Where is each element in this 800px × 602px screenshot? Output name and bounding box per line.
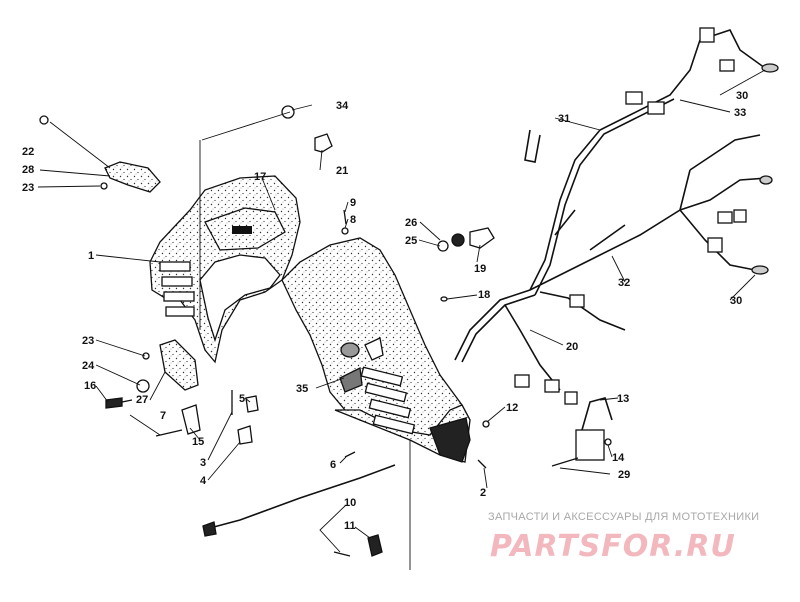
callout-4: 4 [200, 475, 207, 487]
console-opening [199, 254, 281, 343]
callout-33: 33 [734, 107, 746, 119]
voltage-regulator [575, 429, 605, 461]
screw-part [551, 457, 579, 467]
console-housing [149, 175, 471, 463]
callout-23-top: 23 [22, 182, 34, 194]
screw-part [604, 438, 612, 446]
callout-13: 13 [617, 393, 629, 405]
callout-31: 31 [558, 113, 570, 125]
watermark-tagline: ЗАПЧАСТИ И АКСЕССУАРЫ ДЛЯ МОТОТЕХНИКИ [488, 511, 759, 523]
callout-23-lower: 23 [82, 335, 94, 347]
cable-terminal [202, 521, 217, 537]
console-grommet [340, 342, 360, 358]
callout-6: 6 [330, 459, 336, 471]
callout-18: 18 [478, 289, 490, 301]
nut-part [136, 379, 150, 393]
wiring-harness [454, 27, 779, 405]
callout-12: 12 [506, 402, 518, 414]
callout-30-lower: 30 [730, 295, 742, 307]
callout-21: 21 [336, 165, 348, 177]
callout-labels: 1 2 3 4 5 6 7 8 9 10 11 12 13 14 15 16 1… [22, 90, 748, 532]
callout-29: 29 [618, 469, 630, 481]
left-vent-grille [159, 261, 195, 317]
callout-7: 7 [160, 410, 166, 422]
switch-part [314, 133, 333, 153]
leader-lines [37, 69, 766, 570]
callout-22: 22 [22, 146, 34, 158]
console-tab [364, 337, 384, 361]
rubber-plug [339, 367, 363, 393]
callout-16: 16 [84, 380, 96, 392]
screw-part [333, 551, 351, 557]
clip-part [237, 425, 253, 445]
console-badge [232, 226, 252, 234]
callout-25: 25 [405, 235, 417, 247]
callout-1: 1 [88, 250, 94, 262]
key-part [105, 397, 123, 409]
lamp-lens [159, 339, 199, 391]
callout-27: 27 [136, 394, 148, 406]
callout-26: 26 [405, 217, 417, 229]
right-vent-grille [360, 366, 416, 435]
ground-cable [209, 464, 396, 529]
screw-part [343, 209, 347, 225]
callout-11: 11 [344, 520, 356, 532]
screw-part [142, 352, 150, 360]
washer-part [341, 227, 349, 235]
callout-17: 17 [254, 171, 266, 183]
callout-30-top: 30 [736, 90, 748, 102]
callout-8: 8 [350, 214, 356, 226]
washer-part [281, 105, 295, 119]
callout-15: 15 [192, 436, 204, 448]
callout-10: 10 [344, 497, 356, 509]
regulator-wires [581, 397, 613, 431]
ignition-switch [469, 227, 495, 249]
callout-32: 32 [618, 277, 630, 289]
callout-3: 3 [200, 457, 206, 469]
lamp-lens [104, 161, 161, 193]
callout-9: 9 [350, 197, 356, 209]
callout-19: 19 [474, 263, 486, 275]
callout-14: 14 [612, 452, 625, 464]
nut-part [451, 233, 465, 247]
pin-part [155, 429, 183, 437]
screw-part [100, 182, 108, 190]
callout-28: 28 [22, 164, 34, 176]
screw-part [344, 451, 356, 458]
watermark-brand: PARTSFOR.RU [490, 529, 736, 564]
key-blade [121, 399, 133, 403]
callout-24: 24 [82, 360, 95, 372]
callout-20: 20 [566, 341, 578, 353]
callout-5: 5 [239, 393, 245, 405]
washer-part [437, 240, 449, 252]
callout-35: 35 [296, 383, 308, 395]
bracket-part [181, 404, 201, 435]
nut-part [39, 115, 49, 125]
watermark: ЗАПЧАСТИ И АКСЕССУАРЫ ДЛЯ МОТОТЕХНИКИ PA… [488, 511, 759, 564]
clip-part [367, 534, 383, 557]
callout-2: 2 [480, 487, 486, 499]
console-corner-block [429, 417, 471, 463]
screw-part [477, 459, 487, 469]
clip-part [245, 395, 259, 413]
washer-part [440, 296, 448, 302]
callout-34: 34 [336, 100, 349, 112]
washer-part [482, 420, 490, 428]
